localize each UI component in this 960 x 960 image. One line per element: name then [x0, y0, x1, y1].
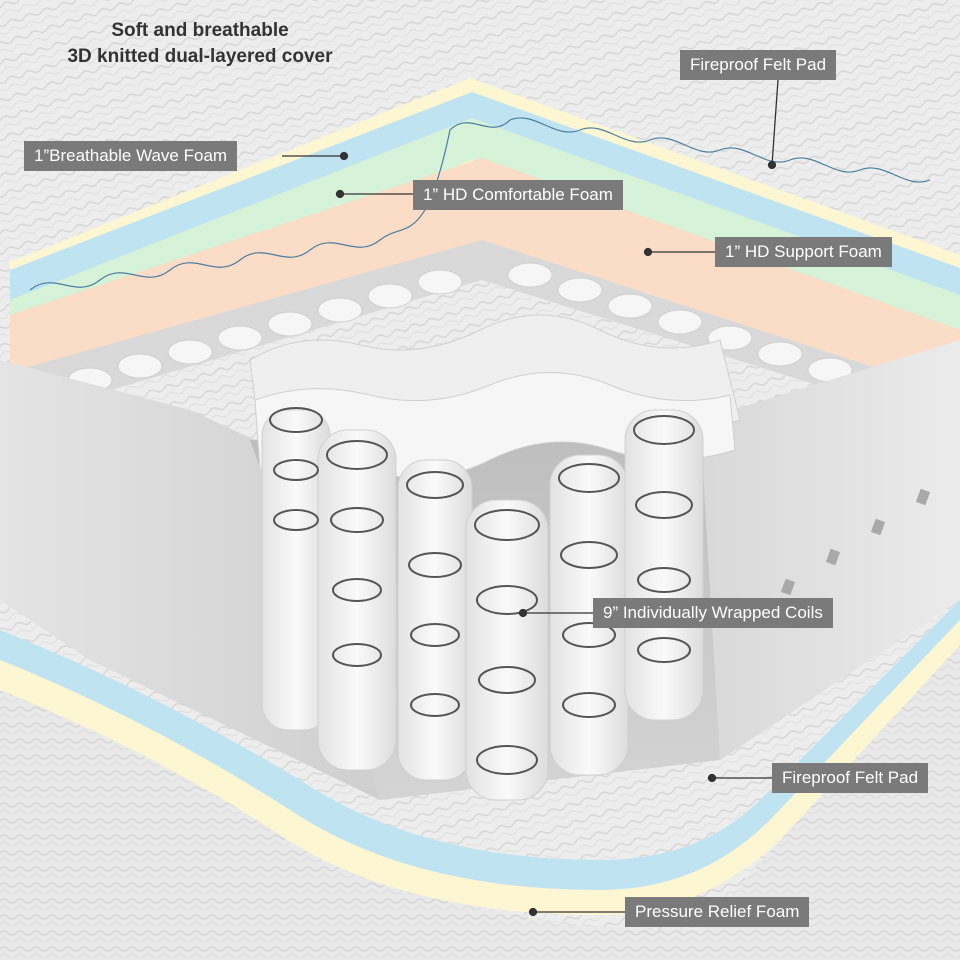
label-pressure-relief-foam: Pressure Relief Foam: [625, 897, 809, 927]
cover-heading: Soft and breathable 3D knitted dual-laye…: [20, 18, 380, 70]
label-hd-comfortable-foam: 1” HD Comfortable Foam: [413, 180, 623, 210]
label-individually-wrapped-coils: 9” Individually Wrapped Coils: [593, 598, 833, 628]
label-fireproof-felt-pad-top: Fireproof Felt Pad: [680, 50, 836, 80]
label-fireproof-felt-pad-bottom: Fireproof Felt Pad: [772, 763, 928, 793]
cover-heading-line2: 3D knitted dual-layered cover: [20, 44, 380, 70]
label-breathable-wave-foam: 1”Breathable Wave Foam: [24, 141, 237, 171]
cover-heading-line1: Soft and breathable: [20, 18, 380, 44]
label-hd-support-foam: 1” HD Support Foam: [715, 237, 892, 267]
